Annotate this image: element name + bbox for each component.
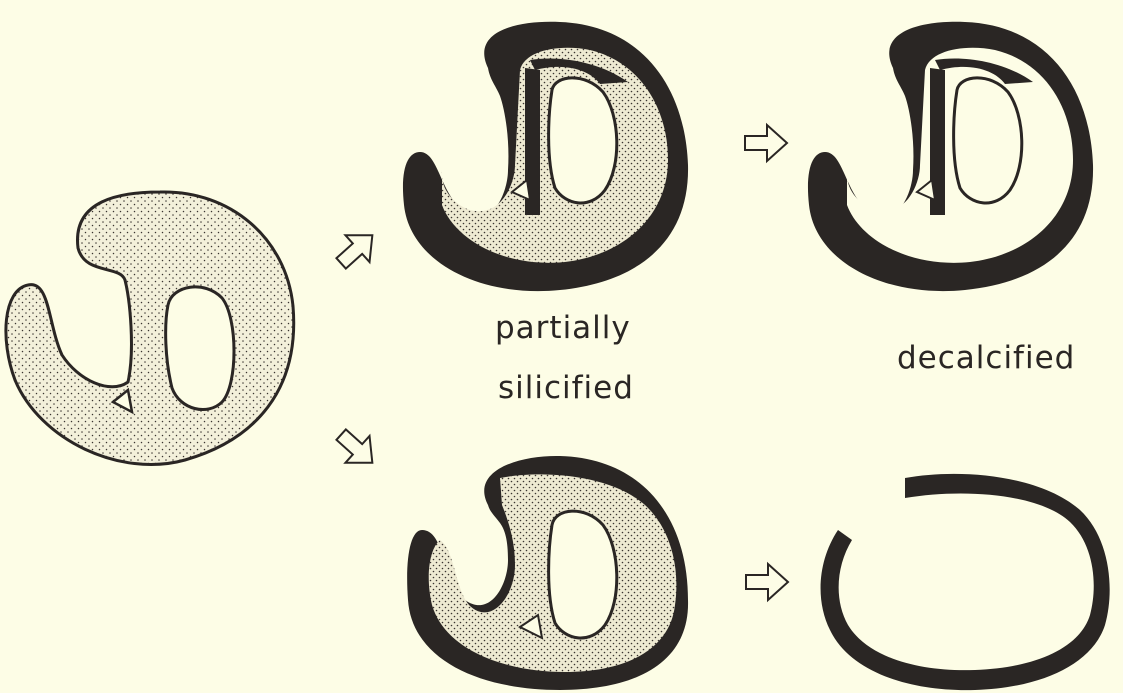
upper-decalcified-specimen xyxy=(808,22,1093,291)
label-decalcified: decalcified xyxy=(897,340,1075,376)
original-specimen xyxy=(6,192,294,465)
label-silicified: silicified xyxy=(498,370,634,406)
outlined-arrow-icon xyxy=(329,222,384,277)
lower-partially-silicified-specimen xyxy=(407,456,688,690)
lower-decalcified-rim xyxy=(821,474,1110,690)
outlined-arrow-icon xyxy=(329,421,384,476)
upper-partially-silicified-specimen xyxy=(403,22,688,291)
outlined-arrow-icon xyxy=(746,564,788,600)
outlined-arrow-icon xyxy=(745,125,787,161)
label-partially: partially xyxy=(495,310,631,346)
